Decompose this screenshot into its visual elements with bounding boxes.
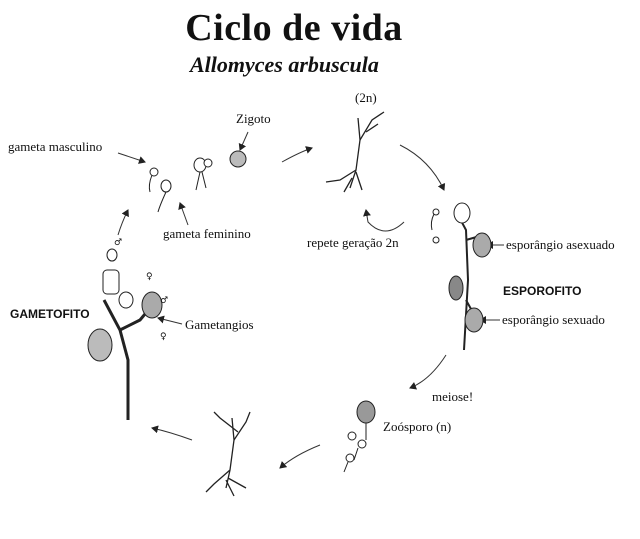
diagram-title: Ciclo de vida [185, 7, 403, 49]
arrow-meiose [409, 354, 447, 390]
young-sporophyte [325, 111, 385, 193]
arrow-zoospore-to-plant [279, 444, 321, 469]
gametes-and-zygote [148, 150, 247, 213]
zoospore-label: Zoósporo (n) [383, 419, 452, 434]
male-gametangium-top [102, 269, 120, 295]
arrow-female-gamete [178, 202, 189, 226]
arrow-male-gamete [117, 152, 146, 164]
arrow-zigoto-label [238, 131, 249, 151]
sexual-sporangium [464, 307, 484, 333]
arrow-gametophyte-up [117, 209, 129, 236]
male-symbol-2: ♂ [160, 296, 169, 306]
zoospores [343, 400, 376, 473]
asexual-sporangium-label: esporângio asexuado [506, 237, 615, 252]
female-gamete-label: gameta feminino [163, 226, 251, 241]
male-gamete [149, 167, 159, 177]
gametangia-label: Gametangios [185, 317, 254, 332]
female-gametangium [141, 291, 163, 319]
cycle-arrows [117, 131, 504, 469]
gametophyte-plant [87, 248, 163, 420]
arrow-plant-to-gametophyte [151, 425, 193, 441]
gametophyte-label: GAMETOFITO [10, 307, 90, 321]
arrow-gametangios [157, 315, 183, 325]
sporophyte-plant [430, 202, 492, 351]
zoosporangium-top [453, 202, 471, 224]
arrow-to-sporophyte [399, 144, 446, 191]
zigoto-label: Zigoto [236, 111, 271, 126]
arrow-repete [363, 209, 405, 232]
asexual-sporangium [472, 232, 492, 258]
female-symbol-2: ♀ [160, 332, 167, 342]
female-gamete [160, 179, 172, 193]
lower-gametangium [87, 328, 113, 362]
sporophyte-label: ESPOROFITO [503, 284, 582, 298]
young-gametophyte [205, 411, 251, 497]
ploidy-label-2n: (2n) [355, 90, 377, 105]
repete-label: repete geração 2n [307, 235, 399, 250]
female-symbol: ♀ [146, 272, 153, 282]
zygote [229, 150, 247, 168]
male-symbol: ♂ [114, 238, 123, 248]
species-subtitle: Allomyces arbuscula [190, 52, 379, 77]
male-gamete-label: gameta masculino [8, 139, 103, 154]
arrow-zigoto-to-sporophyte [281, 146, 313, 163]
sexual-sporangium-label: esporângio sexuado [502, 312, 605, 327]
resistant-sporangium-left [448, 275, 464, 301]
meiosis-label: meiose! [432, 389, 474, 404]
